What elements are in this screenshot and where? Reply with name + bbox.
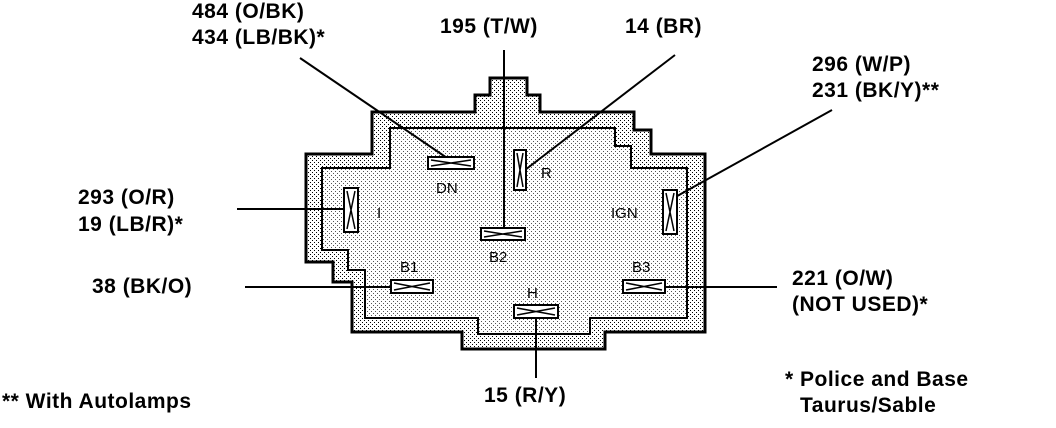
- wire-label-b2: 195 (T/W): [440, 15, 538, 38]
- terminal-label-h: H: [527, 285, 538, 302]
- terminal-h: [513, 304, 559, 319]
- terminal-r: [513, 149, 527, 191]
- wire-label-ign-line2: 231 (BK/Y)**: [812, 79, 940, 102]
- wire-label-b1: 38 (BK/O): [92, 275, 193, 298]
- terminal-label-i: I: [377, 205, 381, 222]
- terminal-b3: [622, 279, 666, 294]
- terminal-ign: [662, 189, 678, 235]
- wire-label-r: 14 (BR): [625, 15, 703, 38]
- wire-label-dn-line2: 434 (LB/BK)*: [192, 26, 326, 49]
- leader-line-ign: [669, 109, 833, 201]
- terminal-b2: [480, 227, 526, 241]
- leader-lines: [237, 50, 833, 378]
- terminal-label-r: R: [541, 165, 552, 182]
- terminal-label-dn: DN: [436, 180, 458, 197]
- terminal-label-b1: B1: [400, 259, 418, 276]
- wire-label-b3-line2: (NOT USED)*: [792, 293, 929, 316]
- note-autolamps: ** With Autolamps: [2, 390, 192, 413]
- leader-line-r: [524, 54, 676, 171]
- leader-line-dn: [299, 57, 451, 161]
- terminal-label-b3: B3: [632, 259, 650, 276]
- note-police-line2: Taurus/Sable: [800, 394, 937, 417]
- terminal-label-ign: IGN: [611, 205, 638, 222]
- wire-label-dn-line1: 484 (O/BK): [192, 0, 305, 23]
- terminal-i: [343, 187, 359, 233]
- wire-label-b3-line1: 221 (O/W): [792, 267, 894, 290]
- wire-label-i-line1: 293 (O/R): [78, 186, 175, 209]
- wire-label-h: 15 (R/Y): [484, 384, 567, 407]
- note-police-line1: * Police and Base: [785, 368, 969, 391]
- terminal-dn: [427, 156, 475, 170]
- terminal-b1: [390, 279, 434, 294]
- wire-label-i-line2: 19 (LB/R)*: [78, 213, 184, 236]
- wire-label-ign-line1: 296 (W/P): [812, 53, 912, 76]
- terminal-label-b2: B2: [489, 249, 507, 266]
